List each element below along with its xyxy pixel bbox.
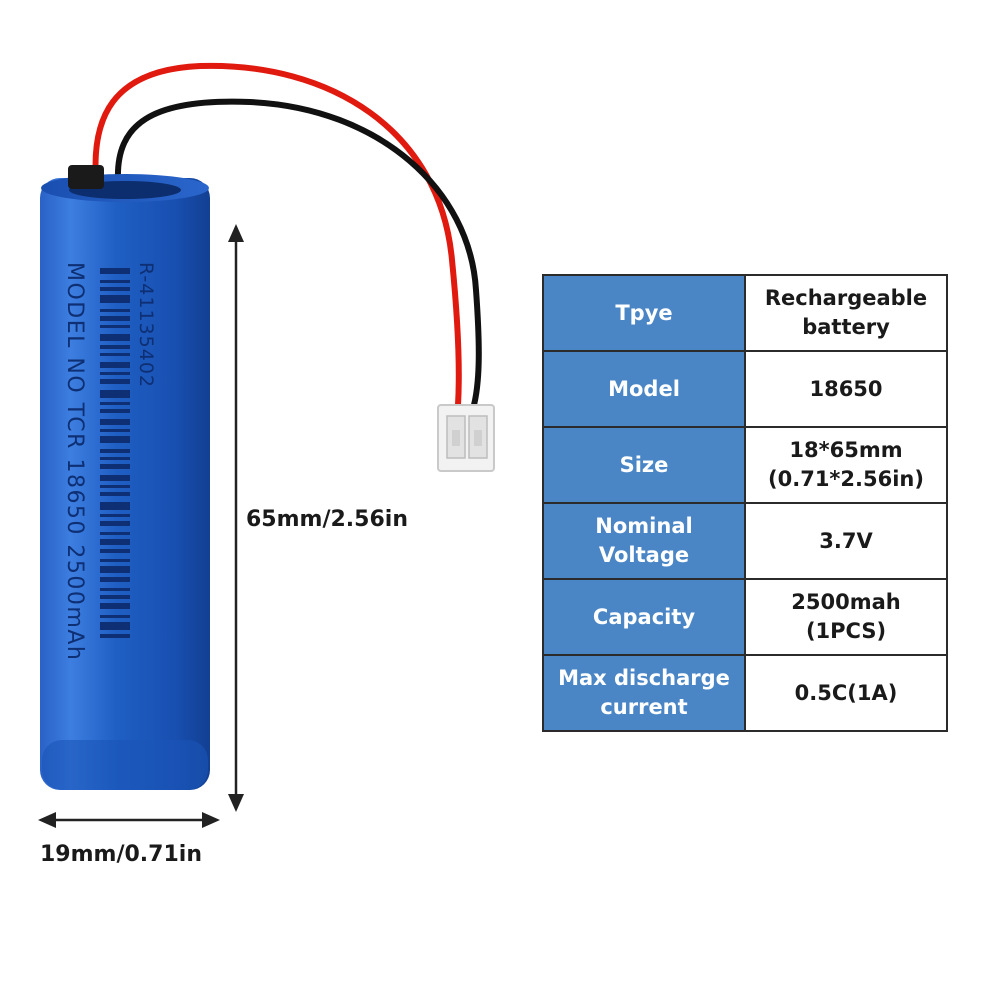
spec-key-cell: Capacity: [542, 578, 746, 656]
spec-key-text: Voltage: [598, 543, 690, 567]
spec-row: Max discharge current 0.5C(1A): [542, 654, 948, 732]
spec-value-text: battery: [802, 315, 890, 339]
spec-value-cell: Rechargeable battery: [744, 274, 948, 352]
spec-value-text: 2500mah: [791, 590, 901, 614]
spec-value-text: 18650: [809, 376, 883, 401]
spec-value-text: Rechargeable: [764, 286, 928, 310]
spec-row: Tpye Rechargeable battery: [542, 274, 948, 352]
height-dimension-label: 65mm/2.56in: [246, 507, 408, 532]
spec-key-text: current: [600, 695, 688, 719]
width-dimension-arrow: [38, 812, 220, 828]
positive-wire: [92, 62, 462, 408]
spec-value-text: (0.71*2.56in): [768, 467, 924, 491]
jst-connector: [437, 404, 495, 472]
spec-value-cell: 18*65mm (0.71*2.56in): [744, 426, 948, 504]
height-dimension-arrow: [228, 224, 244, 812]
spec-key-text: Nominal: [595, 514, 693, 538]
spec-key-cell: Tpye: [542, 274, 746, 352]
spec-value-cell: 18650: [744, 350, 948, 428]
spec-value-text: 18*65mm: [789, 438, 903, 462]
spec-row: Capacity 2500mah (1PCS): [542, 578, 948, 656]
spec-key-text: Model: [608, 376, 680, 401]
negative-wire: [114, 98, 482, 408]
cell-serial-text: R-41135402: [135, 262, 157, 388]
spec-key-cell: Model: [542, 350, 746, 428]
spec-value-text: 0.5C(1A): [794, 680, 898, 705]
spec-row: Model 18650: [542, 350, 948, 428]
spec-value-cell: 3.7V: [744, 502, 948, 580]
spec-value-cell: 2500mah (1PCS): [744, 578, 948, 656]
spec-value-text: 3.7V: [819, 528, 873, 553]
battery-cell: R-41135402 MODEL NO TCR 18650 2500mAh: [40, 165, 210, 790]
barcode-graphic: [100, 268, 130, 638]
cell-model-text: MODEL NO TCR 18650 2500mAh: [62, 262, 87, 661]
spec-row: Size 18*65mm (0.71*2.56in): [542, 426, 948, 504]
spec-key-cell: Max discharge current: [542, 654, 746, 732]
spec-key-text: Max discharge: [558, 666, 730, 690]
spec-key-cell: Size: [542, 426, 746, 504]
battery-illustration: R-41135402 MODEL NO TCR 18650 2500mAh: [38, 62, 495, 828]
spec-value-cell: 0.5C(1A): [744, 654, 948, 732]
spec-key-text: Size: [619, 452, 669, 477]
spec-key-text: Tpye: [615, 300, 673, 325]
spec-key-text: Capacity: [592, 604, 696, 629]
spec-value-text: (1PCS): [805, 619, 887, 643]
width-dimension-label: 19mm/0.71in: [40, 842, 202, 867]
